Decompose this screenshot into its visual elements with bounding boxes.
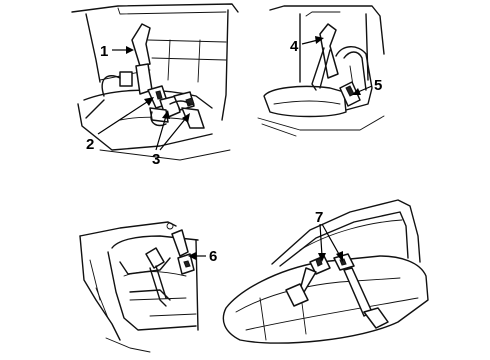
callout-label-6: 6 — [209, 248, 217, 265]
rear-quarter-view — [79, 221, 199, 353]
callout-leaders — [97, 36, 373, 262]
callout-label-3: 3 — [152, 151, 160, 168]
callout-label-1: 1 — [100, 43, 108, 60]
side-seat-view — [257, 5, 385, 137]
callout-label-4: 4 — [290, 38, 299, 55]
callout-label-5: 5 — [374, 77, 382, 94]
front-cab-view — [71, 3, 239, 161]
callout-label-7: 7 — [315, 209, 323, 226]
bench-seat-view — [222, 199, 429, 344]
callout-label-2: 2 — [86, 136, 94, 153]
